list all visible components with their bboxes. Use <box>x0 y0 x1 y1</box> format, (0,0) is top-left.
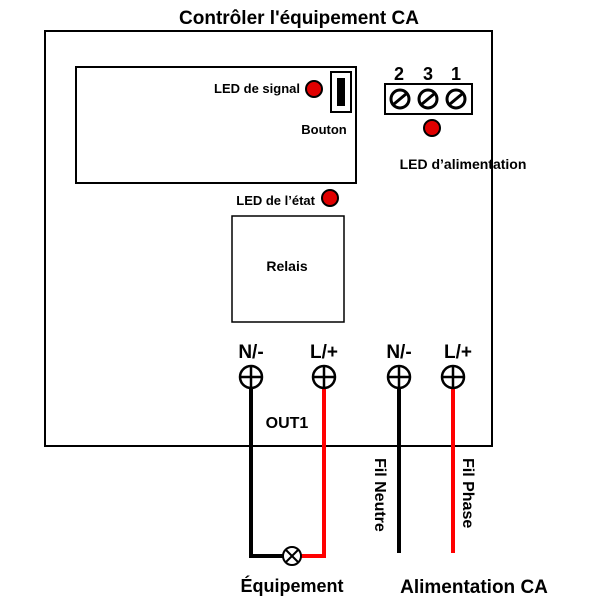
button-label: Bouton <box>301 122 347 137</box>
out1-label: OUT1 <box>266 415 309 432</box>
receiver-module <box>75 66 357 184</box>
learn-button-slot <box>337 78 345 106</box>
equipment-label: Équipement <box>240 575 343 596</box>
output-live-wire <box>298 377 326 558</box>
diagram-title: Contrôler l'équipement CA <box>179 8 419 29</box>
ac-supply-label: Alimentation CA <box>400 577 548 598</box>
terminal-plus-icon-in-live <box>440 364 466 390</box>
power-led-label: LED d’alimentation <box>400 156 527 172</box>
equipment-lamp-icon <box>282 546 302 566</box>
terminal-block-label-2: 3 <box>423 64 433 84</box>
terminal-label-out-neutral: N/- <box>238 342 263 363</box>
phase-wire-label: Fil Phase <box>459 458 476 528</box>
terminal-screw-2 <box>417 88 439 110</box>
terminal-screw-3 <box>445 88 467 110</box>
signal-led <box>305 80 323 98</box>
status-led <box>321 189 339 207</box>
terminal-plus-icon-in-neutral <box>386 364 412 390</box>
status-led-label: LED de l’état <box>236 193 315 208</box>
terminal-plus-icon-out-neutral <box>238 364 264 390</box>
controller-box <box>44 30 493 447</box>
terminal-screw-1 <box>389 88 411 110</box>
power-led <box>423 119 441 137</box>
terminal-plus-icon-out-live <box>311 364 337 390</box>
neutral-wire-label: Fil Neutre <box>371 458 388 532</box>
signal-led-label: LED de signal <box>214 81 300 96</box>
relay-label: Relais <box>266 258 307 274</box>
output-neutral-wire <box>249 377 286 558</box>
terminal-label-in-neutral: N/- <box>386 342 411 363</box>
relay-box <box>231 215 345 323</box>
terminal-block-label-3: 1 <box>451 64 461 84</box>
terminal-block-label-1: 2 <box>394 64 404 84</box>
terminal-label-out-live: L/+ <box>310 342 338 363</box>
terminal-label-in-live: L/+ <box>444 342 472 363</box>
